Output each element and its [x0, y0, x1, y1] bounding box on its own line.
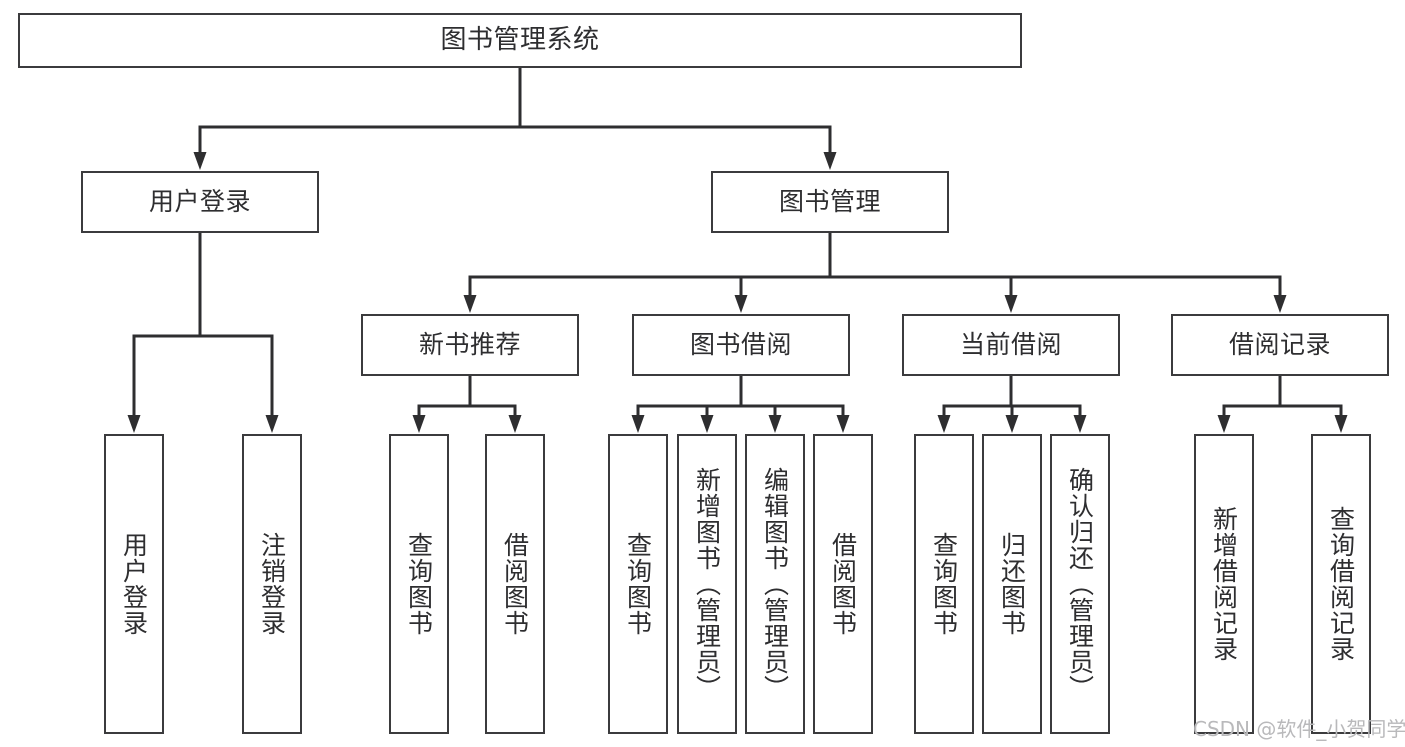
node-label: 查询图书 — [929, 532, 959, 636]
node-leaf-borrow-lend[interactable]: 借阅图书 — [813, 434, 873, 734]
node-label: 编辑图书（管理员） — [760, 467, 790, 701]
node-root[interactable]: 图书管理系统 — [18, 13, 1022, 68]
node-label: 查询图书 — [623, 532, 653, 636]
node-leaf-borrow-add[interactable]: 新增图书（管理员） — [677, 434, 737, 734]
node-label: 注销登录 — [257, 532, 287, 636]
node-leaf-user-logout[interactable]: 注销登录 — [242, 434, 302, 734]
node-leaf-borrow-edit[interactable]: 编辑图书（管理员） — [745, 434, 805, 734]
node-label: 图书管理 — [778, 187, 881, 217]
node-leaf-user-login[interactable]: 用户登录 — [104, 434, 164, 734]
node-label: 借阅记录 — [1228, 330, 1331, 360]
csdn-watermark: CSDN @软件_小贺同学 — [1193, 717, 1405, 741]
node-label: 借阅图书 — [500, 532, 530, 636]
node-label: 用户登录 — [119, 532, 149, 636]
node-label: 新增借阅记录 — [1209, 506, 1239, 662]
node-leaf-cur-query[interactable]: 查询图书 — [914, 434, 974, 734]
node-leaf-cur-return[interactable]: 归还图书 — [982, 434, 1042, 734]
node-label: 图书管理系统 — [440, 25, 600, 56]
node-current[interactable]: 当前借阅 — [902, 314, 1120, 376]
node-leaf-cur-confirm[interactable]: 确认归还（管理员） — [1050, 434, 1110, 734]
node-borrow[interactable]: 图书借阅 — [632, 314, 850, 376]
node-newbooks[interactable]: 新书推荐 — [361, 314, 579, 376]
node-bookmgmt[interactable]: 图书管理 — [711, 171, 949, 233]
node-leaf-borrow-query[interactable]: 查询图书 — [608, 434, 668, 734]
node-leaf-new-query[interactable]: 查询图书 — [389, 434, 449, 734]
node-label: 查询借阅记录 — [1326, 506, 1356, 662]
node-label: 归还图书 — [997, 532, 1027, 636]
node-label: 借阅图书 — [828, 532, 858, 636]
node-label: 新书推荐 — [418, 330, 521, 360]
node-label: 查询图书 — [404, 532, 434, 636]
node-leaf-rec-add[interactable]: 新增借阅记录 — [1194, 434, 1254, 734]
node-label: 图书借阅 — [689, 330, 792, 360]
node-label: 确认归还（管理员） — [1065, 467, 1095, 701]
node-label: 新增图书（管理员） — [692, 467, 722, 701]
node-leaf-rec-query[interactable]: 查询借阅记录 — [1311, 434, 1371, 734]
node-label: 用户登录 — [148, 187, 251, 217]
node-records[interactable]: 借阅记录 — [1171, 314, 1389, 376]
node-login[interactable]: 用户登录 — [81, 171, 319, 233]
node-label: 当前借阅 — [959, 330, 1062, 360]
node-leaf-new-borrow[interactable]: 借阅图书 — [485, 434, 545, 734]
